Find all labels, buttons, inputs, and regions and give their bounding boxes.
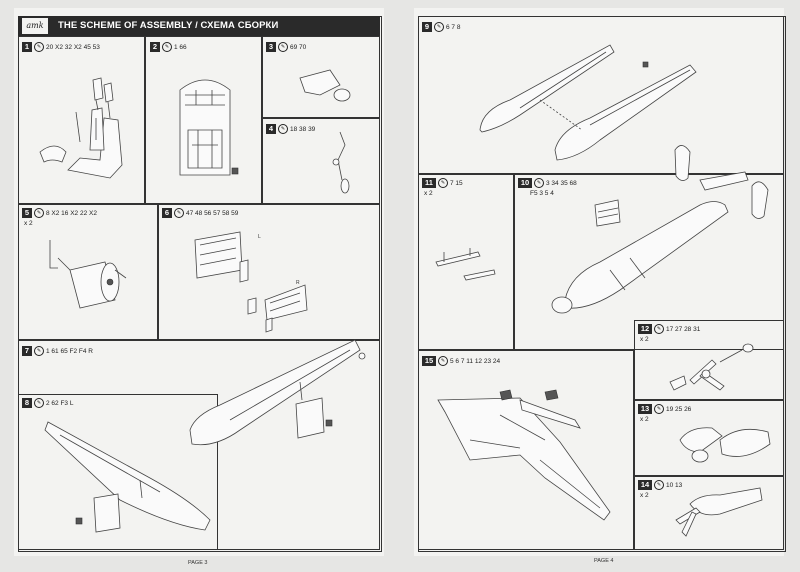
step-3-panel — [262, 36, 380, 118]
step-1-header: 1✎20 X2 32 X2 45 53 — [22, 42, 100, 52]
step-1-panel — [18, 36, 145, 204]
glue-icon: ✎ — [438, 356, 448, 366]
step-7-header: 7✎1 61 65 F2 F4 R — [22, 346, 93, 356]
glue-icon: ✎ — [434, 22, 444, 32]
tail-wheel-drawing — [332, 131, 350, 194]
glue-icon: ✎ — [34, 208, 44, 218]
glue-icon: ✎ — [278, 42, 288, 52]
step-13-header: 13✎19 25 26 — [638, 404, 691, 414]
glue-icon: ✎ — [654, 480, 664, 490]
step-14-panel — [634, 476, 784, 550]
step-10-subheader: F5 3 5 4 — [530, 190, 554, 197]
step-8-panel — [18, 394, 218, 550]
fuselage-left-half-drawing — [44, 421, 211, 533]
glue-icon: ✎ — [34, 42, 44, 52]
step-14-header: 14✎10 13 — [638, 480, 682, 490]
step-9-panel — [418, 16, 784, 174]
step-3-header: 3✎69 70 — [266, 42, 306, 52]
cockpit-tub-drawing — [179, 79, 239, 176]
propeller-drawing — [669, 343, 754, 391]
step-11-header: 11✎7 15 — [422, 178, 463, 188]
engine-cylinder-drawing — [49, 240, 127, 309]
step-11-parts-drawing — [435, 248, 496, 281]
step-2-panel — [145, 36, 262, 204]
step-6-header: 6✎47 48 56 57 58 59 — [162, 208, 238, 218]
left-label-l: L — [258, 234, 261, 240]
step-4-header: 4✎18 38 39 — [266, 124, 315, 134]
glue-icon: ✎ — [654, 404, 664, 414]
glue-icon: ✎ — [34, 398, 44, 408]
glue-icon: ✎ — [174, 208, 184, 218]
glue-icon: ✎ — [278, 124, 288, 134]
step-4-panel — [262, 118, 380, 204]
glue-icon: ✎ — [654, 324, 664, 334]
assembled-fuselage-drawing — [551, 145, 769, 314]
step-12-panel — [634, 320, 784, 400]
step-13-quantity: x 2 — [640, 416, 649, 423]
assembly-header: amk THE SCHEME OF ASSEMBLY / СХЕМА СБОРК… — [18, 16, 380, 36]
step-14-quantity: x 2 — [640, 492, 649, 499]
fuselage-join-drawing — [479, 44, 697, 161]
step-2-header: 2✎1 66 — [150, 42, 187, 52]
glue-icon: ✎ — [534, 178, 544, 188]
step-5-panel — [18, 204, 158, 340]
step-9-header: 9✎6 7 8 — [422, 22, 460, 32]
step-10-panel — [514, 174, 784, 350]
step-12-quantity: x 2 — [640, 336, 649, 343]
step-8-header: 8✎2 62 F3 L — [22, 398, 73, 408]
step-15-header: 15✎5 6 7 11 12 23 24 — [422, 356, 500, 366]
step-6-panel — [158, 204, 380, 340]
step-3-part-drawing — [299, 69, 351, 102]
fuselage-right-half-drawing — [189, 339, 366, 446]
spinner-drawing — [675, 487, 763, 537]
seat-assembly-drawing — [39, 77, 123, 179]
glue-icon: ✎ — [438, 178, 448, 188]
step-11-quantity: x 2 — [424, 190, 433, 197]
step-11-panel — [418, 174, 514, 350]
step-13-panel — [634, 400, 784, 476]
glue-icon: ✎ — [34, 346, 44, 356]
left-page-number: PAGE 3 — [188, 560, 208, 566]
step-6-parts-drawing — [194, 231, 308, 333]
step-15-panel — [418, 350, 634, 550]
glue-icon: ✎ — [162, 42, 172, 52]
step-5-quantity: x 2 — [24, 220, 33, 227]
right-label-r: R — [296, 280, 300, 286]
brand-logo: amk — [22, 18, 48, 34]
engine-nacelle-drawing — [679, 427, 771, 463]
step-10-header: 10✎3 34 35 68 — [518, 178, 577, 188]
step-12-header: 12✎17 27 28 31 — [638, 324, 700, 334]
wing-assembly-drawing — [437, 389, 611, 521]
page-title: THE SCHEME OF ASSEMBLY / СХЕМА СБОРКИ — [58, 20, 279, 31]
right-page-number: PAGE 4 — [594, 558, 614, 564]
step-5-header: 5✎8 X2 16 X2 22 X2 — [22, 208, 97, 218]
